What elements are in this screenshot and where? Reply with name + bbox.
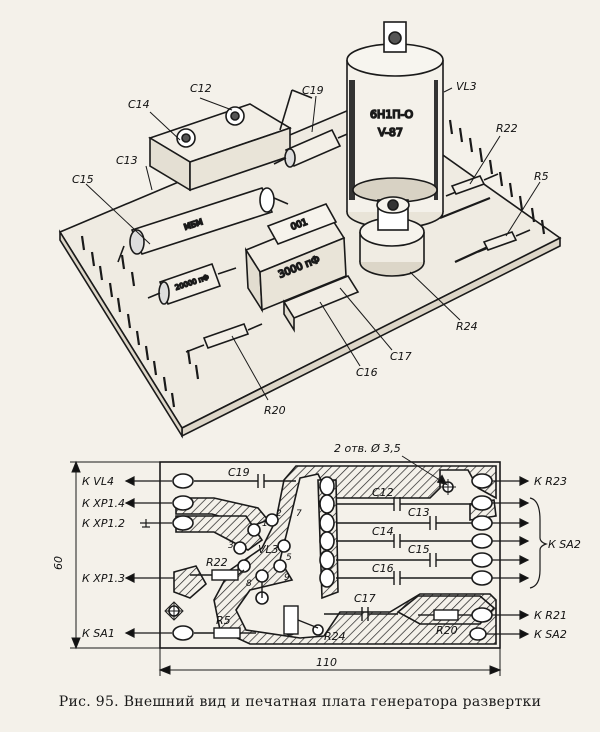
label-c12: C12 xyxy=(190,82,212,95)
r24-potentiometer xyxy=(359,196,425,277)
pcb-label-r20: R20 xyxy=(436,624,458,637)
right-conn-r21: К R21 xyxy=(534,609,567,622)
left-conn-xp14: К XP1.4 xyxy=(82,497,125,510)
label-r22: R22 xyxy=(496,122,518,135)
pcb-label-c12: C12 xyxy=(372,486,394,499)
resistors-top xyxy=(185,173,531,353)
label-c17: C17 xyxy=(390,350,412,363)
label-vl3: VL3 xyxy=(456,80,477,93)
right-conn-sa2-group: К SA2 xyxy=(548,538,581,551)
pin-5: 5 xyxy=(286,553,292,563)
dim-height: 60 xyxy=(52,556,65,570)
label-c15: C15 xyxy=(72,173,94,186)
pcb-label-vl3: VL3 xyxy=(258,543,279,556)
trace-xp13 xyxy=(173,565,208,599)
label-c13: C13 xyxy=(116,154,138,167)
pcb-label-c13: C13 xyxy=(408,506,430,519)
pcb-label-c16: C16 xyxy=(372,562,394,575)
figure-caption: Рис. 95. Внешний вид и печатная плата ге… xyxy=(0,694,600,710)
leader-lines xyxy=(85,87,541,401)
mica-capacitors: 3000 пФ 001 xyxy=(244,203,360,333)
pcb-label-c17: C17 xyxy=(354,592,376,605)
left-conn-xp13: К XP1.3 xyxy=(82,572,125,585)
pcb-label-c14: C14 xyxy=(372,525,394,538)
c12-capacitor xyxy=(148,89,313,192)
label-r24: R24 xyxy=(456,320,478,333)
hole-note: 2 отв. Ø 3,5 xyxy=(334,442,401,455)
c15-capacitor: 20000 пФ xyxy=(147,262,237,306)
left-conn-vl4: К VL4 xyxy=(82,475,114,488)
label-c16: C16 xyxy=(356,366,378,379)
pin-9: 9 xyxy=(284,573,290,583)
dim-width: 110 xyxy=(316,656,337,669)
left-conn-sa1: К SA1 xyxy=(82,627,115,640)
label-c19: C19 xyxy=(302,84,324,97)
figure-drawing: МБМ 20000 пФ 3000 пФ 001 xyxy=(52,21,581,676)
pcb-label-c19: C19 xyxy=(228,466,250,479)
caption-text: Внешний вид и печатная плата генератора … xyxy=(123,694,542,710)
c19-capacitor xyxy=(273,128,353,168)
pin-8: 8 xyxy=(246,579,252,589)
top-labels: C14 C12 C13 C15 C19 VL3 R22 R5 R24 C17 C… xyxy=(72,80,549,417)
caption-figure-number: Рис. 95. xyxy=(58,694,119,710)
pcb-label-r24: R24 xyxy=(324,630,346,643)
pcb-label-r22: R22 xyxy=(206,556,228,569)
c13-capacitor: МБМ xyxy=(117,187,289,263)
vl3-tube: 6Н1П-О V-87 xyxy=(346,21,444,229)
tube-marking-1: 6Н1П-О xyxy=(370,108,414,121)
left-arrows xyxy=(124,476,174,638)
pcb-labels: 2 отв. Ø 3,5 60 110 К VL4 К XP1.4 К XP1.… xyxy=(52,442,581,669)
dimensions xyxy=(70,460,502,676)
component-symbols xyxy=(190,474,472,639)
right-conn-r23: К R23 xyxy=(534,475,567,488)
tube-marking-2: V-87 xyxy=(378,126,403,139)
label-r20: R20 xyxy=(264,404,286,417)
pcb-label-c15: C15 xyxy=(408,543,430,556)
pcb-layout xyxy=(70,455,548,676)
right-conn-sa2-bottom: К SA2 xyxy=(534,628,567,641)
assembly-view: МБМ 20000 пФ 3000 пФ 001 xyxy=(58,21,562,439)
pcb-label-r5: R5 xyxy=(216,614,231,627)
board-pins xyxy=(80,119,546,408)
mounting-holes xyxy=(164,479,456,621)
label-c14: C14 xyxy=(128,98,150,111)
pin-7: 7 xyxy=(296,509,302,519)
right-arrows xyxy=(486,476,548,639)
pin-1: 1 xyxy=(262,519,268,529)
pin-3: 3 xyxy=(228,541,234,551)
left-conn-xp12: К XP1.2 xyxy=(82,517,125,530)
label-r5: R5 xyxy=(534,170,549,183)
pin-2: 2 xyxy=(276,509,282,519)
